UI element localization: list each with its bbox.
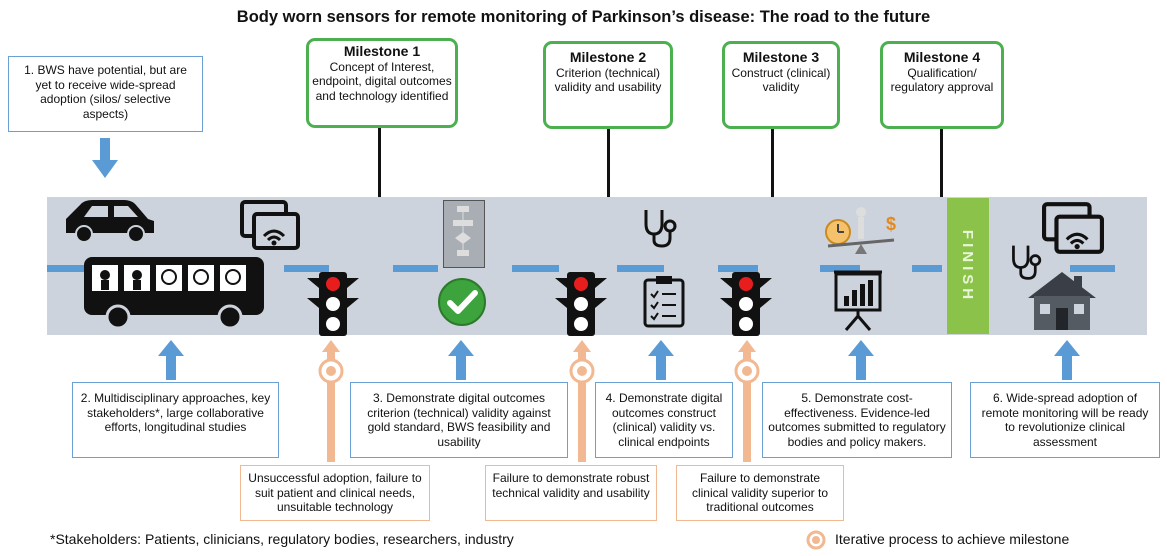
step-5-box: 5. Demonstrate cost-effectiveness. Evide…	[762, 382, 952, 458]
iterative-legend-icon	[806, 530, 826, 550]
failure-1-box: Unsuccessful adoption, failure to suit p…	[240, 465, 430, 521]
milestone-2-box: Milestone 2 Criterion (technical) validi…	[543, 41, 673, 129]
milestone-4-box: Milestone 4 Qualification/ regulatory ap…	[880, 41, 1004, 129]
stethoscope-icon	[1012, 245, 1042, 280]
step-2-box: 2. Multidisciplinary approaches, key sta…	[72, 382, 279, 458]
clipboard-icon	[643, 276, 685, 328]
milestone-1-box: Milestone 1 Concept of Interest, endpoin…	[306, 38, 458, 128]
milestone-3-text: Construct (clinical) validity	[731, 65, 831, 95]
failure-1-text: Unsuccessful adoption, failure to suit p…	[248, 471, 422, 514]
traffic-light-icon	[555, 272, 607, 336]
iterative-arrow-icon	[734, 340, 760, 462]
cost-balance-icon: $	[825, 207, 896, 254]
step-1-text: 1. BWS have potential, but are yet to re…	[24, 63, 187, 121]
lane-marking	[512, 265, 559, 272]
milestone-4-text: Qualification/ regulatory approval	[890, 65, 994, 95]
up-arrow-icon	[648, 340, 674, 380]
flowchart-icon	[453, 206, 473, 256]
milestone-2-title: Milestone 2	[569, 49, 647, 65]
milestone-1-pole	[378, 128, 381, 198]
step-3-text: 3. Demonstrate digital outcomes criterio…	[367, 391, 551, 449]
step-3-box: 3. Demonstrate digital outcomes criterio…	[350, 382, 568, 458]
lane-marking	[47, 265, 87, 272]
milestone-1-text: Concept of Interest, endpoint, digital o…	[312, 59, 452, 103]
milestone-2-pole	[607, 129, 610, 198]
failure-3-box: Failure to demonstrate clinical validity…	[676, 465, 844, 521]
legend-label: Iterative process to achieve milestone	[835, 531, 1070, 547]
traffic-light-icon	[720, 272, 772, 336]
stethoscope-icon	[644, 210, 677, 248]
step-4-box: 4. Demonstrate digital outcomes construc…	[595, 382, 733, 458]
step-2-text: 2. Multidisciplinary approaches, key sta…	[80, 391, 271, 434]
house-icon	[1028, 272, 1096, 330]
up-arrow-icon	[158, 340, 184, 380]
milestone-1-title: Milestone 1	[343, 43, 421, 59]
diagram-title: Body worn sensors for remote monitoring …	[236, 8, 931, 26]
step-6-box: 6. Wide-spread adoption of remote monito…	[970, 382, 1160, 458]
step-1-box: 1. BWS have potential, but are yet to re…	[8, 56, 203, 132]
wireless-tablet-icon	[1042, 202, 1104, 254]
lane-marking	[284, 265, 329, 272]
down-arrow-icon	[92, 138, 118, 178]
wireless-tablet-icon	[240, 200, 300, 250]
step-4-text: 4. Demonstrate digital outcomes construc…	[605, 391, 723, 449]
milestone-3-title: Milestone 3	[742, 49, 820, 65]
finish-label: FINISH	[959, 229, 977, 303]
up-arrow-icon	[448, 340, 474, 380]
failure-3-text: Failure to demonstrate clinical validity…	[691, 471, 829, 514]
milestone-4-title: Milestone 4	[903, 49, 981, 65]
milestone-3-pole	[771, 129, 774, 198]
lane-marking	[912, 265, 942, 272]
svg-text:$: $	[886, 214, 896, 234]
presentation-chart-icon	[834, 270, 882, 331]
lane-marking	[617, 265, 664, 272]
step-6-text: 6. Wide-spread adoption of remote monito…	[981, 391, 1149, 449]
iterative-arrow-icon	[318, 340, 344, 462]
iterative-arrow-icon	[569, 340, 595, 462]
stakeholders-footnote: *Stakeholders: Patients, clinicians, reg…	[50, 531, 514, 547]
lane-marking	[393, 265, 438, 272]
lane-marking	[718, 265, 758, 272]
bus-icon	[84, 257, 264, 330]
lane-marking	[820, 265, 860, 272]
lane-marking	[1070, 265, 1115, 272]
finish-line: FINISH	[947, 198, 989, 334]
milestone-2-text: Criterion (technical) validity and usabi…	[554, 65, 662, 95]
up-arrow-icon	[1054, 340, 1080, 380]
check-icon	[438, 278, 486, 326]
milestone-4-pole	[940, 129, 943, 198]
failure-2-box: Failure to demonstrate robust technical …	[485, 465, 657, 521]
failure-2-text: Failure to demonstrate robust technical …	[492, 471, 650, 500]
traffic-light-icon	[307, 272, 359, 336]
car-icon	[66, 200, 154, 243]
milestone-3-box: Milestone 3 Construct (clinical) validit…	[722, 41, 840, 129]
up-arrow-icon	[848, 340, 874, 380]
step-5-text: 5. Demonstrate cost-effectiveness. Evide…	[768, 391, 946, 449]
